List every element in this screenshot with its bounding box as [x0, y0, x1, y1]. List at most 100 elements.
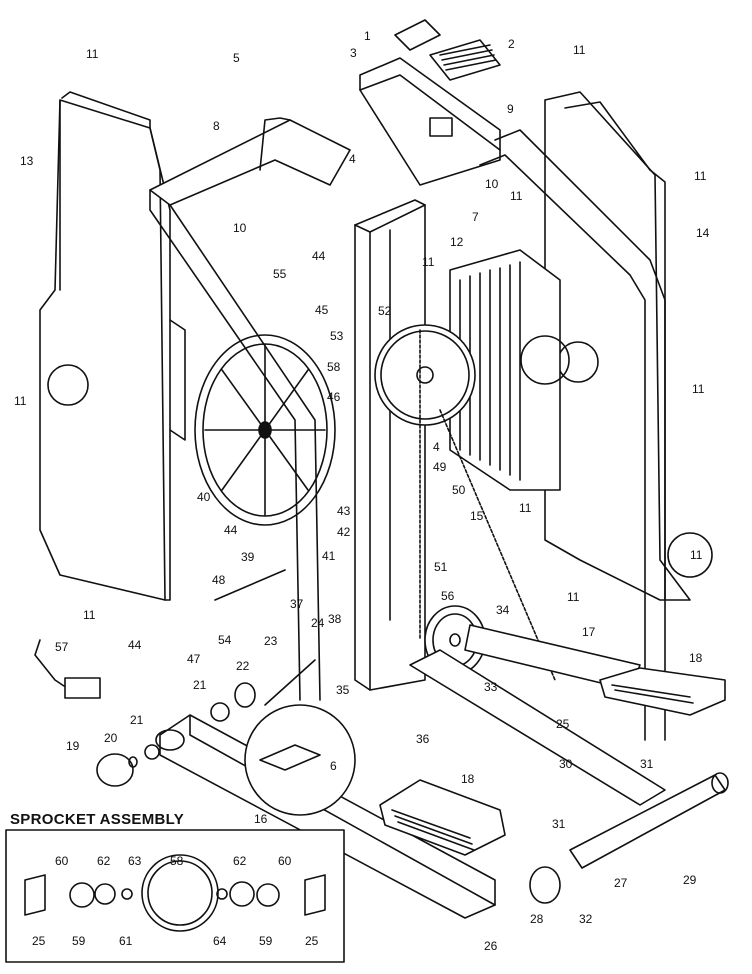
callout-16: 16: [254, 812, 268, 826]
callout-57: 57: [55, 640, 69, 654]
inset-callout-62-right: 62: [233, 854, 247, 868]
callout-43: 43: [337, 504, 351, 518]
callout-1: 1: [364, 29, 371, 43]
callout-44-bottom: 44: [128, 638, 142, 652]
inset-callout-25-left: 25: [32, 934, 46, 948]
callout-54: 54: [218, 633, 232, 647]
callout-18-right: 18: [689, 651, 703, 665]
callout-11-brake: 11: [519, 501, 532, 515]
callout-4-lower: 4: [433, 440, 440, 454]
callout-13: 13: [20, 154, 34, 168]
callout-49: 49: [433, 460, 447, 474]
callout-23: 23: [264, 634, 278, 648]
callout-51: 51: [434, 560, 448, 574]
callout-55: 55: [273, 267, 287, 281]
sprocket-assembly-box: [5, 829, 345, 963]
callout-28: 28: [530, 912, 544, 926]
callout-31-upper: 31: [640, 757, 654, 771]
right-pedal-arm: [409, 624, 666, 806]
callout-31-lower: 31: [552, 817, 566, 831]
callout-24: 24: [311, 616, 325, 630]
callout-44-top: 44: [312, 249, 326, 263]
callout-4: 4: [349, 152, 356, 166]
loose-parts: [34, 569, 316, 787]
callout-41: 41: [322, 549, 336, 563]
callout-52: 52: [378, 304, 392, 318]
console: [359, 19, 501, 186]
callout-34: 34: [496, 603, 510, 617]
callout-35: 35: [336, 683, 350, 697]
detail-magnifier: [244, 704, 356, 816]
callout-53: 53: [330, 329, 344, 343]
callout-10: 10: [233, 221, 247, 235]
left-pedal-arm: [155, 714, 496, 919]
front-stabilizer: [529, 772, 729, 904]
callout-37: 37: [290, 597, 304, 611]
callout-33: 33: [484, 680, 498, 694]
callout-25: 25: [556, 717, 570, 731]
callout-39: 39: [241, 550, 255, 564]
callout-56: 56: [441, 589, 455, 603]
pedals: [379, 667, 726, 856]
callout-48: 48: [212, 573, 226, 587]
drive-chain: [419, 329, 556, 681]
callout-11-mid: 11: [422, 255, 435, 269]
callout-9: 9: [507, 102, 514, 116]
callout-30: 30: [559, 757, 573, 771]
callout-2: 2: [508, 37, 515, 51]
sprocket-assembly-title: SPROCKET ASSEMBLY: [10, 811, 185, 828]
callout-11-bottom-right: 11: [567, 590, 580, 604]
callout-21-upper: 21: [193, 678, 207, 692]
callout-11-top-right: 11: [573, 43, 586, 57]
callout-46: 46: [327, 390, 341, 404]
callout-14: 14: [696, 226, 710, 240]
inset-callout-61: 61: [119, 934, 133, 948]
inset-callout-58: 58: [170, 854, 184, 868]
callout-19: 19: [66, 739, 80, 753]
callout-11-top-left: 11: [86, 47, 99, 61]
callout-5: 5: [233, 51, 240, 65]
inset-callout-60-right: 60: [278, 854, 292, 868]
callout-3: 3: [350, 46, 357, 60]
callout-8: 8: [213, 119, 220, 133]
inset-callout-60-left: 60: [55, 854, 69, 868]
callout-21-lower: 21: [130, 713, 144, 727]
callout-36: 36: [416, 732, 430, 746]
callout-27: 27: [614, 876, 628, 890]
callout-26: 26: [484, 939, 498, 953]
center-column: [354, 199, 426, 691]
right-side-panel: [544, 91, 713, 601]
inset-callout-25-right: 25: [305, 934, 319, 948]
callout-15: 15: [470, 509, 484, 523]
callout-7: 7: [472, 210, 479, 224]
flywheel: [194, 334, 336, 526]
callout-11-right-low: 11: [690, 548, 703, 562]
callout-11-center: 11: [510, 189, 523, 203]
inset-callout-59-right: 59: [259, 934, 273, 948]
callout-38: 38: [328, 612, 342, 626]
callout-42: 42: [337, 525, 351, 539]
drive-sprocket: [374, 324, 476, 426]
callout-44-mid: 44: [224, 523, 238, 537]
callout-20: 20: [104, 731, 118, 745]
callout-50: 50: [452, 483, 466, 497]
callout-11-left: 11: [14, 394, 27, 408]
inset-callout-64: 64: [213, 934, 227, 948]
inset-callout-62-left: 62: [97, 854, 111, 868]
inset-callout-59-left: 59: [72, 934, 86, 948]
handlebars: [149, 117, 666, 741]
callout-12: 12: [450, 235, 464, 249]
callout-11-right-mid: 11: [692, 382, 705, 396]
callout-11-bottom-left: 11: [83, 608, 96, 622]
callout-10-right: 10: [485, 177, 499, 191]
left-side-panel: [39, 91, 186, 601]
callout-29: 29: [683, 873, 697, 887]
inset-callout-63: 63: [128, 854, 142, 868]
callout-17: 17: [582, 625, 596, 639]
callout-18-left: 18: [461, 772, 475, 786]
callout-22: 22: [236, 659, 250, 673]
callout-45: 45: [315, 303, 329, 317]
callout-6: 6: [330, 759, 337, 773]
callout-47: 47: [187, 652, 201, 666]
